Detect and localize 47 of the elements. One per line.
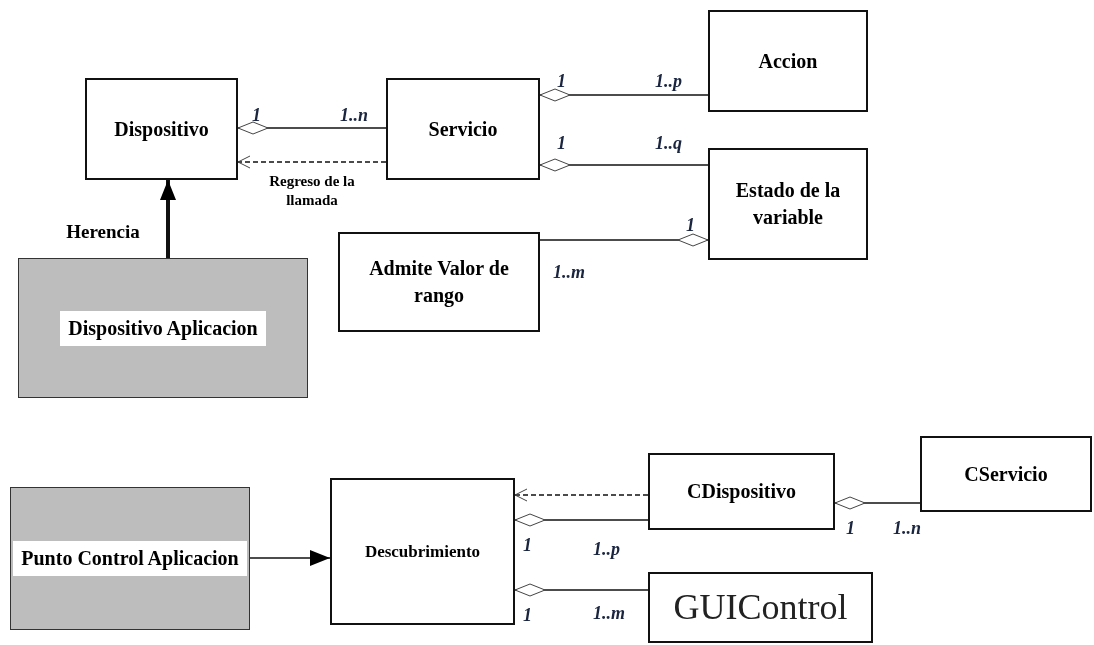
multiplicity-label: 1..m — [593, 604, 625, 622]
multiplicity-label: 1 — [846, 519, 855, 537]
aggregation-line — [514, 513, 649, 527]
class-name: CServicio — [963, 461, 1049, 487]
multiplicity-label: 1..p — [593, 540, 620, 558]
class-box — [85, 78, 238, 180]
arrow — [249, 550, 331, 566]
multiplicity-label: 1..p — [655, 72, 682, 90]
multiplicity-label: 1 — [252, 106, 261, 124]
class-box — [708, 10, 868, 112]
multiplicity-label: 1..q — [655, 134, 682, 152]
aggregation-line — [539, 158, 709, 172]
class-box — [920, 436, 1092, 512]
class-name: Descubrimiento — [363, 540, 482, 563]
multiplicity-label: 1 — [523, 606, 532, 624]
class-name: Dispositivo Aplicacion — [60, 310, 266, 346]
multiplicity-label: 1 — [686, 216, 695, 234]
multiplicity-label: 1 — [557, 134, 566, 152]
aggregation-line — [514, 583, 649, 597]
multiplicity-label: 1 — [557, 72, 566, 90]
class-box — [330, 478, 515, 625]
class-box — [338, 232, 540, 332]
multiplicity-label: 1..n — [893, 519, 921, 537]
class-name: Estado de la variable — [734, 178, 842, 230]
multiplicity-label: 1..n — [340, 106, 368, 124]
aggregation-line — [237, 121, 387, 135]
class-name: GUIControl — [672, 586, 849, 629]
arrow — [237, 155, 387, 169]
class-box — [648, 453, 835, 530]
aggregation-line — [539, 88, 709, 102]
class-name: Servicio — [427, 116, 499, 142]
class-name: CDispositivo — [686, 479, 797, 505]
class-box — [648, 572, 873, 643]
aggregation-line — [834, 496, 921, 510]
class-name: Dispositivo — [113, 116, 210, 143]
class-name: Accion — [757, 48, 819, 74]
class-box — [386, 78, 540, 180]
aggregation-line — [539, 233, 709, 247]
arrow — [514, 488, 649, 502]
arrow — [160, 180, 176, 258]
class-name: Admite Valor de rango — [368, 256, 510, 309]
class-name: Punto Control Aplicacion — [13, 541, 247, 576]
shaded-class-box — [18, 258, 308, 398]
multiplicity-label: 1..m — [553, 263, 585, 281]
shaded-class-box — [10, 487, 250, 630]
multiplicity-label: 1 — [523, 536, 532, 554]
class-box — [708, 148, 868, 260]
